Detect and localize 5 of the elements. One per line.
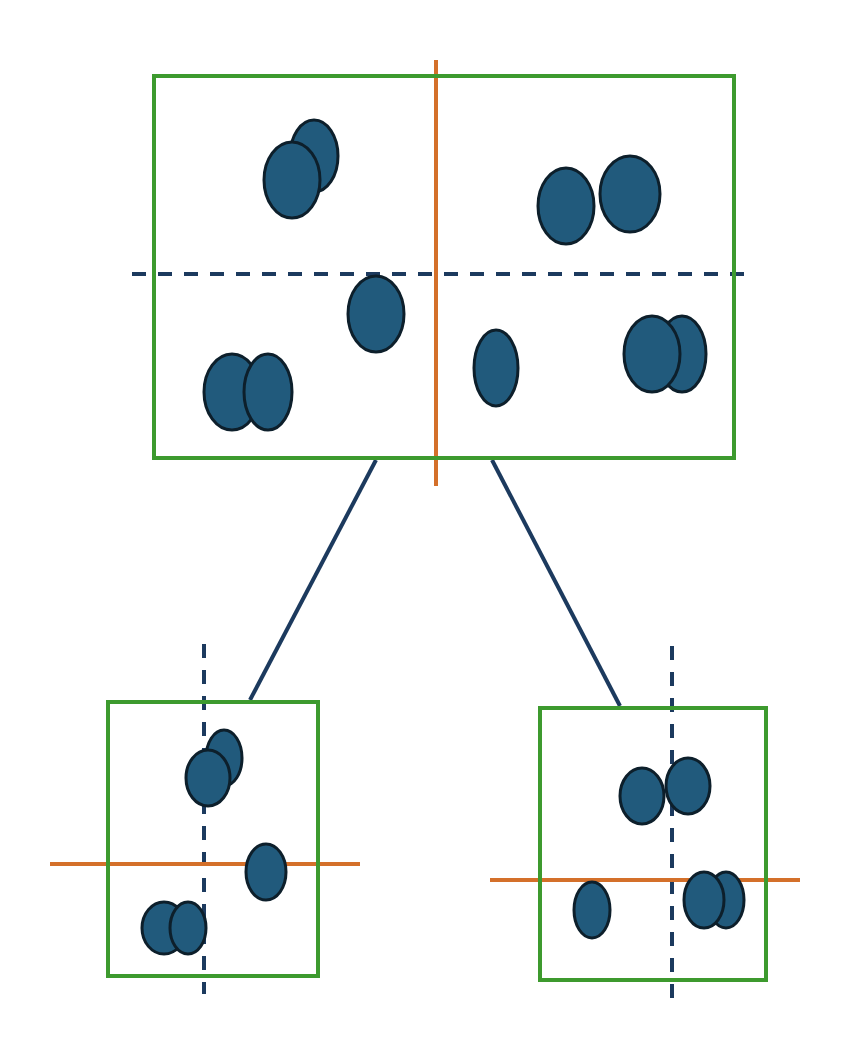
partition-box [152, 74, 736, 460]
partition-box [106, 700, 320, 978]
connector-line [248, 459, 378, 701]
partition-box [538, 706, 768, 982]
connector-line [490, 459, 622, 707]
